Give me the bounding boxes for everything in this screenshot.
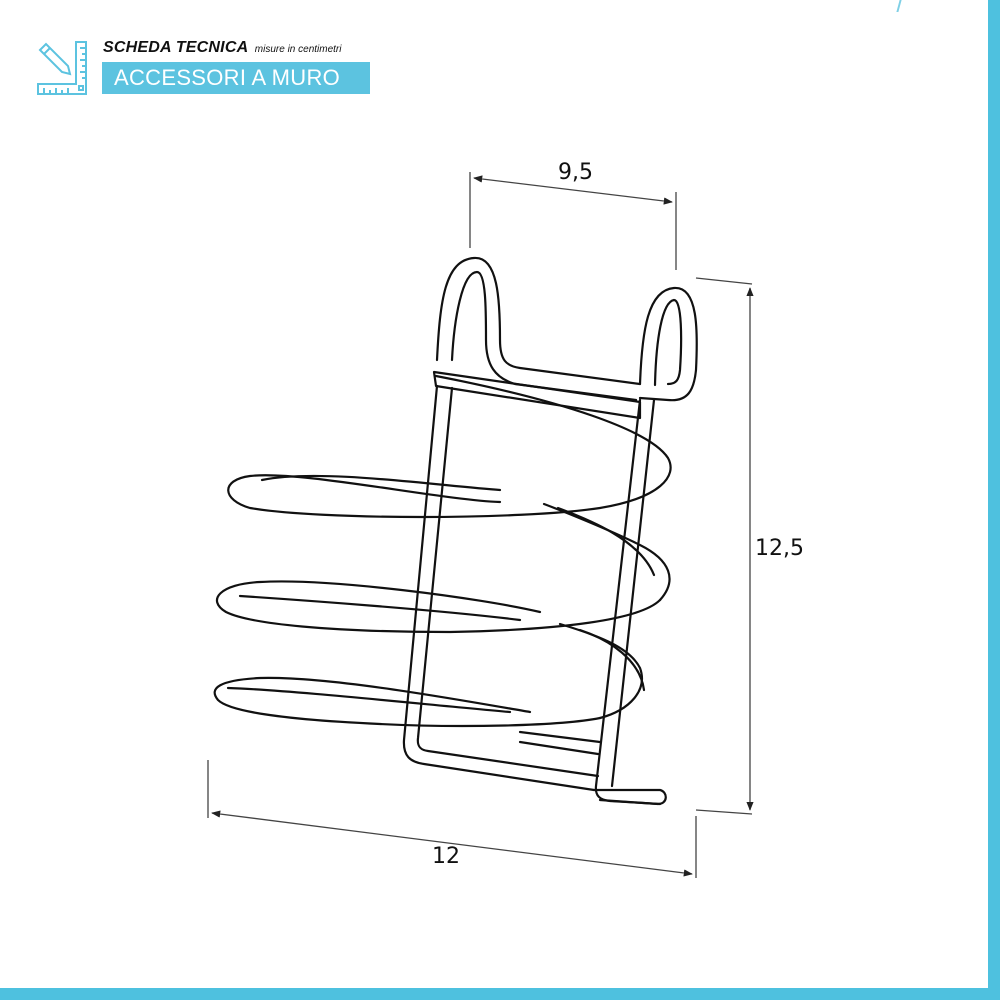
dimension-lines [207,172,754,878]
frame-border-right [988,0,1000,1000]
frame-border-bottom [0,988,1000,1000]
category-badge: ACCESSORI A MURO [102,62,370,94]
dimension-height-label: 12,5 [755,536,804,561]
header-title-line: SCHEDA TECNICA misure in centimetri [103,39,341,57]
dimension-depth-label: 12 [432,844,460,869]
ruler-pencil-icon [37,41,87,95]
wire-holder [213,256,698,806]
unit-note: misure in centimetri [254,44,342,55]
dimension-width-label: 9,5 [558,160,593,185]
sheet-title: SCHEDA TECNICA [103,39,249,56]
